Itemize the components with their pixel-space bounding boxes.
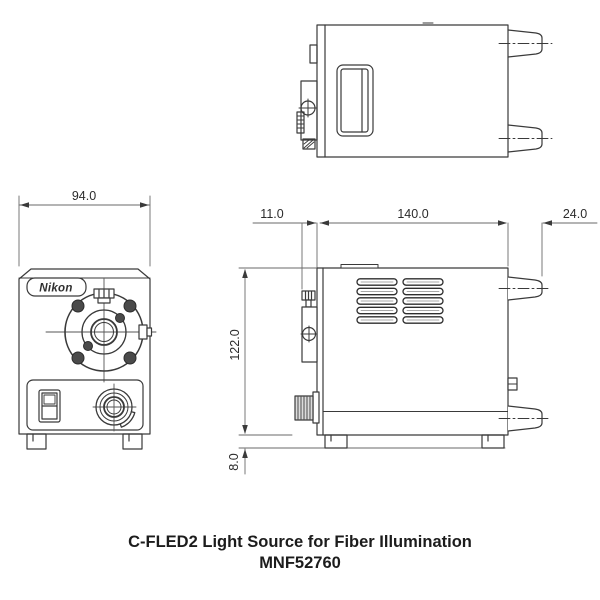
clamp-screw: [301, 290, 316, 308]
intensity-knob: [92, 383, 137, 432]
dimension-front-width: 94.0: [18, 189, 151, 267]
side-rear-fittings: [498, 276, 552, 432]
port-side-knob: [138, 324, 153, 340]
screw-icon: [123, 351, 137, 365]
dimension-row-top: 11.0 140.0 24.0: [252, 207, 598, 290]
screw-icon: [123, 299, 137, 313]
nikon-logo-text: Nikon: [39, 283, 72, 295]
dimension-column-left: 122.0 8.0: [227, 267, 506, 475]
top-rear-protrusions: [498, 29, 553, 153]
front-view: 94.0 Nikon: [18, 189, 157, 450]
vent-louvers: [356, 278, 444, 324]
front-offset-label: 11.0: [260, 207, 283, 221]
depth-label: 140.0: [397, 207, 428, 221]
nikon-logo: Nikon: [26, 277, 87, 297]
caption-part-number: MNF52760: [259, 554, 341, 572]
fiber-clamp-top: [296, 111, 305, 134]
side-body: [316, 267, 509, 436]
height-label: 122.0: [228, 329, 242, 360]
screw-icon: [115, 313, 125, 323]
screw-icon: [71, 351, 85, 365]
side-front-fittings: [294, 290, 320, 424]
side-knob: [294, 391, 320, 424]
control-panel: [26, 379, 144, 432]
foot-height-label: 8.0: [227, 453, 241, 470]
screw-icon: [71, 299, 85, 313]
caption: C-FLED2 Light Source for Fiber Illuminat…: [0, 532, 600, 574]
rear-label: 24.0: [563, 207, 587, 221]
front-width-label: 94.0: [72, 189, 96, 203]
caption-title: C-FLED2 Light Source for Fiber Illuminat…: [128, 533, 472, 551]
fiber-port: [45, 278, 157, 383]
top-knob: [302, 138, 316, 150]
top-front-attachments: [296, 44, 318, 150]
power-switch: [38, 389, 61, 423]
front-feet: [26, 433, 143, 450]
screw-icon: [83, 341, 93, 351]
top-view-body: [316, 24, 509, 158]
port-screws: [71, 299, 137, 365]
port-clamp-screw: [93, 288, 115, 304]
top-view: [296, 22, 553, 158]
side-view: 11.0 140.0 24.0 122.0 8.0: [227, 207, 598, 475]
top-handle: [336, 64, 374, 137]
side-feet: [324, 434, 505, 449]
